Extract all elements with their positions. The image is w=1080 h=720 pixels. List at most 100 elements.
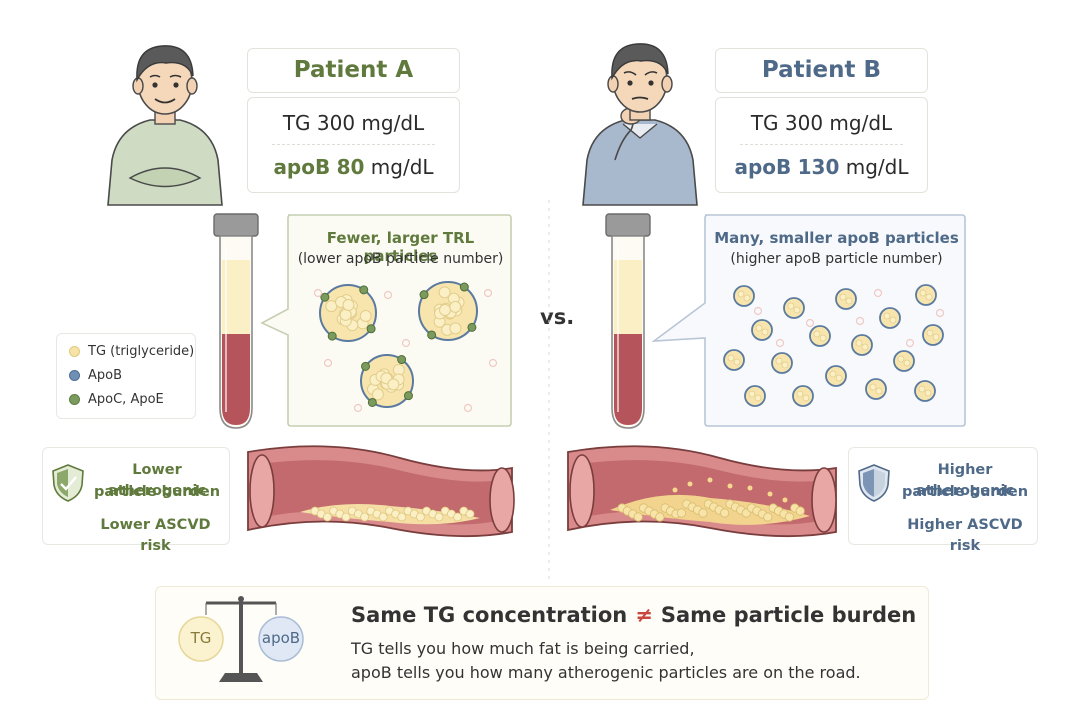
plaque-bubble <box>341 512 351 522</box>
apob-dot-icon <box>69 370 80 381</box>
callout-b-particles <box>651 214 966 427</box>
versus-label: vs. <box>540 305 575 329</box>
plaque-bubble <box>323 512 332 522</box>
small-apob-particle <box>771 352 793 374</box>
large-trl-particle <box>360 354 414 408</box>
risk-b-title-2: particle burden <box>901 484 1029 500</box>
callout-a-title: Fewer, larger TRL particles <box>326 229 475 265</box>
small-apob-particle <box>835 288 857 310</box>
small-apob-particle <box>914 380 936 402</box>
faint-particle <box>383 290 393 300</box>
scale-tg-label: TG <box>190 629 212 647</box>
summary-heading-right: Same particle burden <box>660 603 917 627</box>
blood-tube-a-icon <box>213 213 259 429</box>
faint-particle <box>805 318 815 328</box>
floating-particle <box>672 487 678 493</box>
legend-item-apob: ApoB <box>69 368 122 383</box>
small-apob-particle <box>792 385 814 407</box>
risk-a-title-2: particle burden <box>93 484 221 500</box>
small-apob-particle <box>851 334 873 356</box>
small-apob-particle <box>865 378 887 400</box>
particle-legend: TG (triglyceride) ApoB ApoC, ApoE <box>56 333 196 419</box>
faint-particle <box>935 308 945 318</box>
floating-particle <box>782 497 788 503</box>
not-equal-icon: ≠ <box>635 603 653 627</box>
risk-a-ascvd: Lower ASCVD risk <box>100 517 211 554</box>
legend-item-apoc-apoe: ApoC, ApoE <box>69 392 164 407</box>
tg-dot-icon <box>69 346 80 357</box>
faint-particle <box>353 403 363 413</box>
patient-b-name: Patient B <box>761 57 882 83</box>
artery-b-icon <box>567 445 837 538</box>
faint-particle <box>873 288 883 298</box>
small-apob-particle <box>879 307 901 329</box>
small-apob-particle <box>733 285 755 307</box>
callout-b-title: Many, smaller apoB particles <box>714 229 959 247</box>
floating-particle <box>727 483 733 489</box>
plaque-bubble <box>720 508 730 518</box>
small-apob-particle <box>893 350 915 372</box>
faint-particle <box>488 358 498 368</box>
patient-a-name: Patient A <box>293 57 414 83</box>
small-apob-particle <box>922 324 944 346</box>
patient-b-apob-unit: mg/dL <box>845 155 909 179</box>
summary-line-1: TG tells you how much fat is being carri… <box>351 639 695 658</box>
patient-b-apob-value: 130 <box>797 155 840 179</box>
floating-particle <box>767 491 773 497</box>
callout-b-subtitle: (higher apoB particle number) <box>730 251 943 267</box>
person-thinking-icon <box>582 43 698 206</box>
small-apob-particle <box>744 385 766 407</box>
person-arms-crossed-icon <box>107 45 223 206</box>
faint-particle <box>483 288 493 298</box>
patient-a-apob-label: apoB <box>273 155 331 179</box>
small-apob-particle <box>825 365 847 387</box>
floating-particle <box>687 481 693 487</box>
faint-particle <box>463 403 473 413</box>
plaque-bubble <box>763 512 773 522</box>
plaque-bubble <box>453 512 463 522</box>
summary-line-2: apoB tells you how many atherogenic part… <box>351 663 861 682</box>
patient-a-apob-value: 80 <box>336 155 365 179</box>
plaque-bubble <box>434 512 444 522</box>
small-apob-particle <box>723 349 745 371</box>
blood-tube-b-icon <box>605 213 651 429</box>
faint-particle <box>313 288 323 298</box>
small-apob-particle <box>809 325 831 347</box>
large-trl-particle <box>319 284 377 342</box>
risk-a-title-1: Lower atherogenic <box>107 462 207 499</box>
summary-box: TG apoB Same TG concentration ≠ Same parti… <box>155 586 929 700</box>
legend-item-tg: TG (triglyceride) <box>69 344 194 359</box>
patient-b-tg: TG 300 mg/dL <box>750 111 893 135</box>
plaque-bubble <box>397 512 407 522</box>
risk-box-b: Higher atherogenic particle burden Highe… <box>848 447 1038 554</box>
floating-particle <box>707 477 713 483</box>
large-trl-particle <box>418 281 478 341</box>
balance-scale-icon <box>178 596 304 682</box>
patient-a-tg: TG 300 mg/dL <box>282 111 425 135</box>
plaque-bubble <box>795 506 805 516</box>
small-apob-particle <box>915 284 937 306</box>
shield-icon <box>858 464 890 502</box>
patient-b-apob-label: apoB <box>734 155 792 179</box>
scale-apob-label: apoB <box>261 629 301 647</box>
patient-b-values-card: TG 300 mg/dL apoB 130 mg/dL <box>715 97 928 193</box>
summary-heading-left: Same TG concentration <box>351 603 628 627</box>
faint-particle <box>905 338 915 348</box>
plaque-bubble <box>415 512 425 522</box>
faint-particle <box>323 358 333 368</box>
risk-b-ascvd: Higher ASCVD risk <box>907 517 1023 554</box>
plaque-bubble <box>676 508 687 518</box>
callout-a-subtitle: (lower apoB particle number) <box>297 251 504 267</box>
risk-b-title-1: Higher atherogenic <box>915 462 1015 499</box>
apoc-apoe-dot-icon <box>69 394 80 405</box>
plaque-bubble <box>784 512 794 522</box>
small-apob-particle <box>783 297 805 319</box>
patient-b-name-card: Patient B <box>715 48 928 93</box>
summary-heading: Same TG concentration ≠ Same particle burd… <box>351 603 916 627</box>
plaque-bubble <box>360 512 369 522</box>
floating-particle <box>747 485 753 491</box>
patient-a-apob-unit: mg/dL <box>370 155 434 179</box>
patient-a-name-card: Patient A <box>247 48 460 93</box>
plaque-bubble <box>655 512 665 522</box>
plaque-bubble <box>378 512 388 522</box>
